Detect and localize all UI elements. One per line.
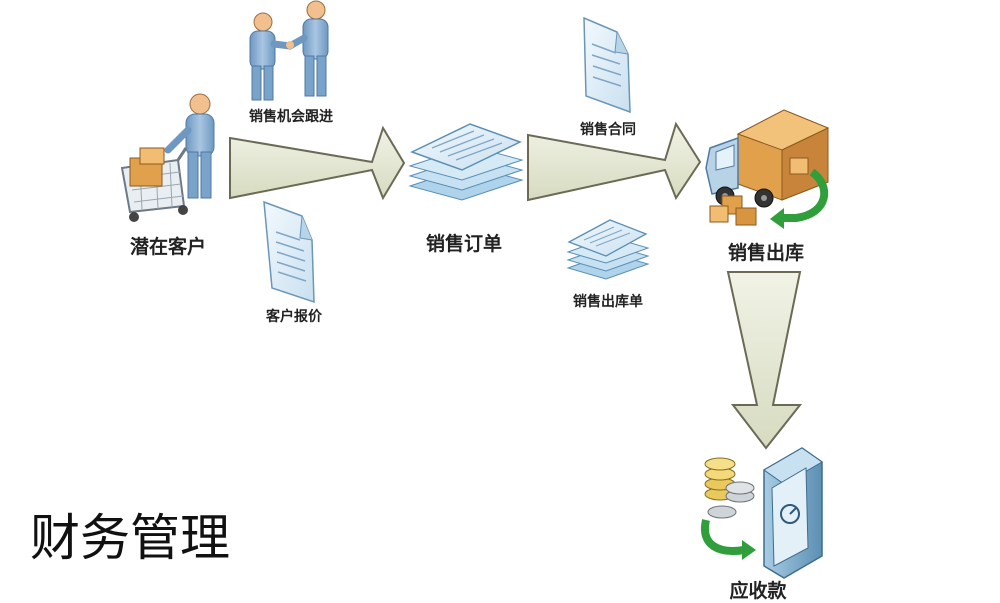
flow-arrow-down xyxy=(726,271,803,450)
delivery-truck-icon xyxy=(705,109,830,229)
order-stack-icon xyxy=(408,123,524,201)
flow-arrow-1 xyxy=(229,125,406,201)
quote-document-icon xyxy=(263,200,315,304)
node-label-receivable: 应收款 xyxy=(729,580,787,602)
doc-label-outbound-slip: 销售出库单 xyxy=(573,294,643,310)
node-label-outbound: 销售出库 xyxy=(727,242,805,264)
contract-document-icon xyxy=(583,16,631,114)
outbound-slip-stack-icon xyxy=(566,219,650,280)
node-label-sales-order: 销售订单 xyxy=(425,233,503,255)
page-title: 财务管理 xyxy=(30,509,230,567)
safe-coins-icon xyxy=(700,447,823,579)
doc-label-contract: 销售合同 xyxy=(580,122,636,138)
flow-arrow-2 xyxy=(527,121,702,202)
handshake-icon xyxy=(249,0,329,101)
node-label-prospect: 潜在客户 xyxy=(129,236,207,258)
doc-label-opportunity: 销售机会跟进 xyxy=(249,109,333,125)
doc-label-quote: 客户报价 xyxy=(266,309,322,325)
shopping-cart-customer-icon xyxy=(120,93,215,222)
